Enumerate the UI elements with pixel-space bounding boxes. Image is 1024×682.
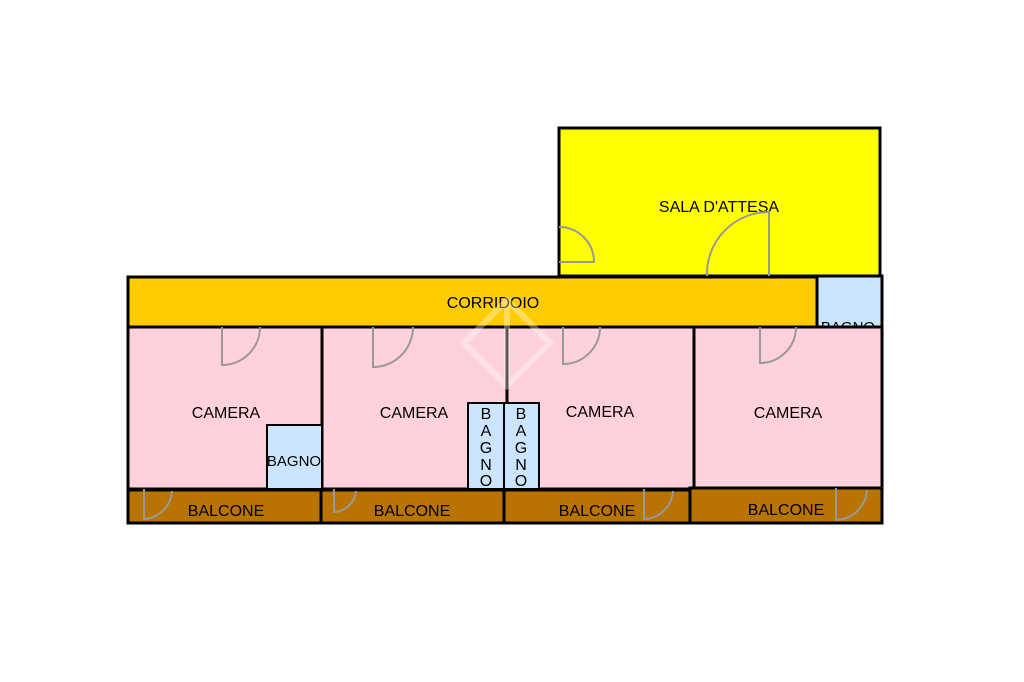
corridor: CORRIDOIO	[126, 275, 819, 329]
bedroom-2-label: CAMERA	[380, 405, 449, 422]
balcony-4-area	[688, 486, 884, 525]
watermark-logo	[459, 295, 555, 391]
door-balcony-2	[333, 489, 357, 514]
corridor-area	[126, 275, 819, 329]
door-waiting-left	[558, 226, 596, 263]
bedroom-3-label: CAMERA	[566, 404, 635, 421]
bathroom-vertical-1-letter: G	[480, 440, 492, 457]
balcony-3-label: BALCONE	[559, 503, 635, 520]
bathroom-vertical-2-letter: A	[516, 423, 527, 440]
balcony-1: BALCONE	[126, 488, 323, 525]
door-bedroom-4	[759, 326, 797, 365]
bathroom-vertical-2-letter: B	[516, 406, 527, 423]
balcony-3: BALCONE	[502, 488, 692, 525]
bathroom-vertical-2-letter: G	[515, 440, 527, 457]
balcony-2-area	[319, 488, 506, 525]
waiting-room-area	[557, 126, 882, 278]
door-waiting-right	[705, 210, 770, 277]
bathroom-vertical-1: B A G N O	[467, 402, 505, 490]
balcony-1-label: BALCONE	[188, 503, 264, 520]
door-bedroom-3	[562, 326, 601, 366]
bedroom-4: CAMERA	[692, 325, 884, 491]
bathroom-small-area	[266, 424, 323, 490]
bathroom-vertical-2-letter: N	[515, 457, 527, 474]
balcony-4: BALCONE	[688, 486, 884, 525]
bathroom-vertical-1-letter: N	[480, 457, 492, 474]
bedroom-1-label: CAMERA	[192, 405, 261, 422]
door-balcony-4	[835, 488, 868, 522]
door-bedroom-2	[372, 326, 414, 369]
bathroom-vertical-1-letter: B	[481, 406, 492, 423]
waiting-room: SALA D'ATTESA	[557, 126, 882, 278]
bathroom-vertical-2: B A G N O	[503, 402, 540, 490]
bathroom-vertical-2-letter: O	[515, 473, 527, 490]
balcony-2-label: BALCONE	[374, 503, 450, 520]
bedroom-4-label: CAMERA	[754, 405, 823, 422]
bathroom-small-label: BAGNO	[267, 453, 321, 470]
bedroom-4-area	[692, 325, 884, 491]
bathroom-vertical-1-letter: O	[480, 473, 492, 490]
waiting-room-label: SALA D'ATTESA	[659, 199, 779, 216]
balcony-2: BALCONE	[319, 488, 506, 525]
watermark-logo-diamond	[459, 295, 555, 391]
door-bedroom-1	[221, 326, 261, 367]
corridor-label: CORRIDOIO	[447, 295, 539, 312]
bathroom-vertical-1-letter: A	[481, 423, 492, 440]
doors	[143, 210, 868, 522]
balcony-4-label: BALCONE	[748, 502, 824, 519]
door-balcony-1	[143, 489, 173, 521]
bathroom-vertical-2-area	[503, 402, 540, 490]
bathroom-small: BAGNO	[266, 424, 323, 490]
door-balcony-3	[643, 489, 674, 521]
